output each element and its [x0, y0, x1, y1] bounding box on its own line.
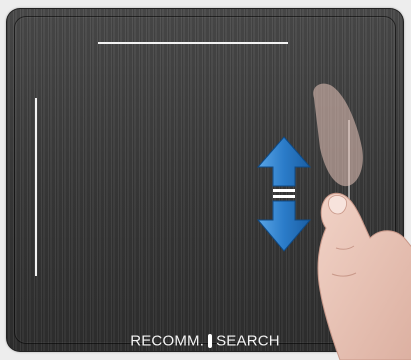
- swipe-hand-icon: [296, 78, 411, 360]
- mode-divider: [208, 334, 212, 348]
- left-edge-guide-line: [35, 98, 37, 276]
- top-edge-guide-line: [98, 42, 288, 44]
- recommend-label: RECOMM.: [130, 333, 204, 350]
- search-label: SEARCH: [216, 333, 280, 350]
